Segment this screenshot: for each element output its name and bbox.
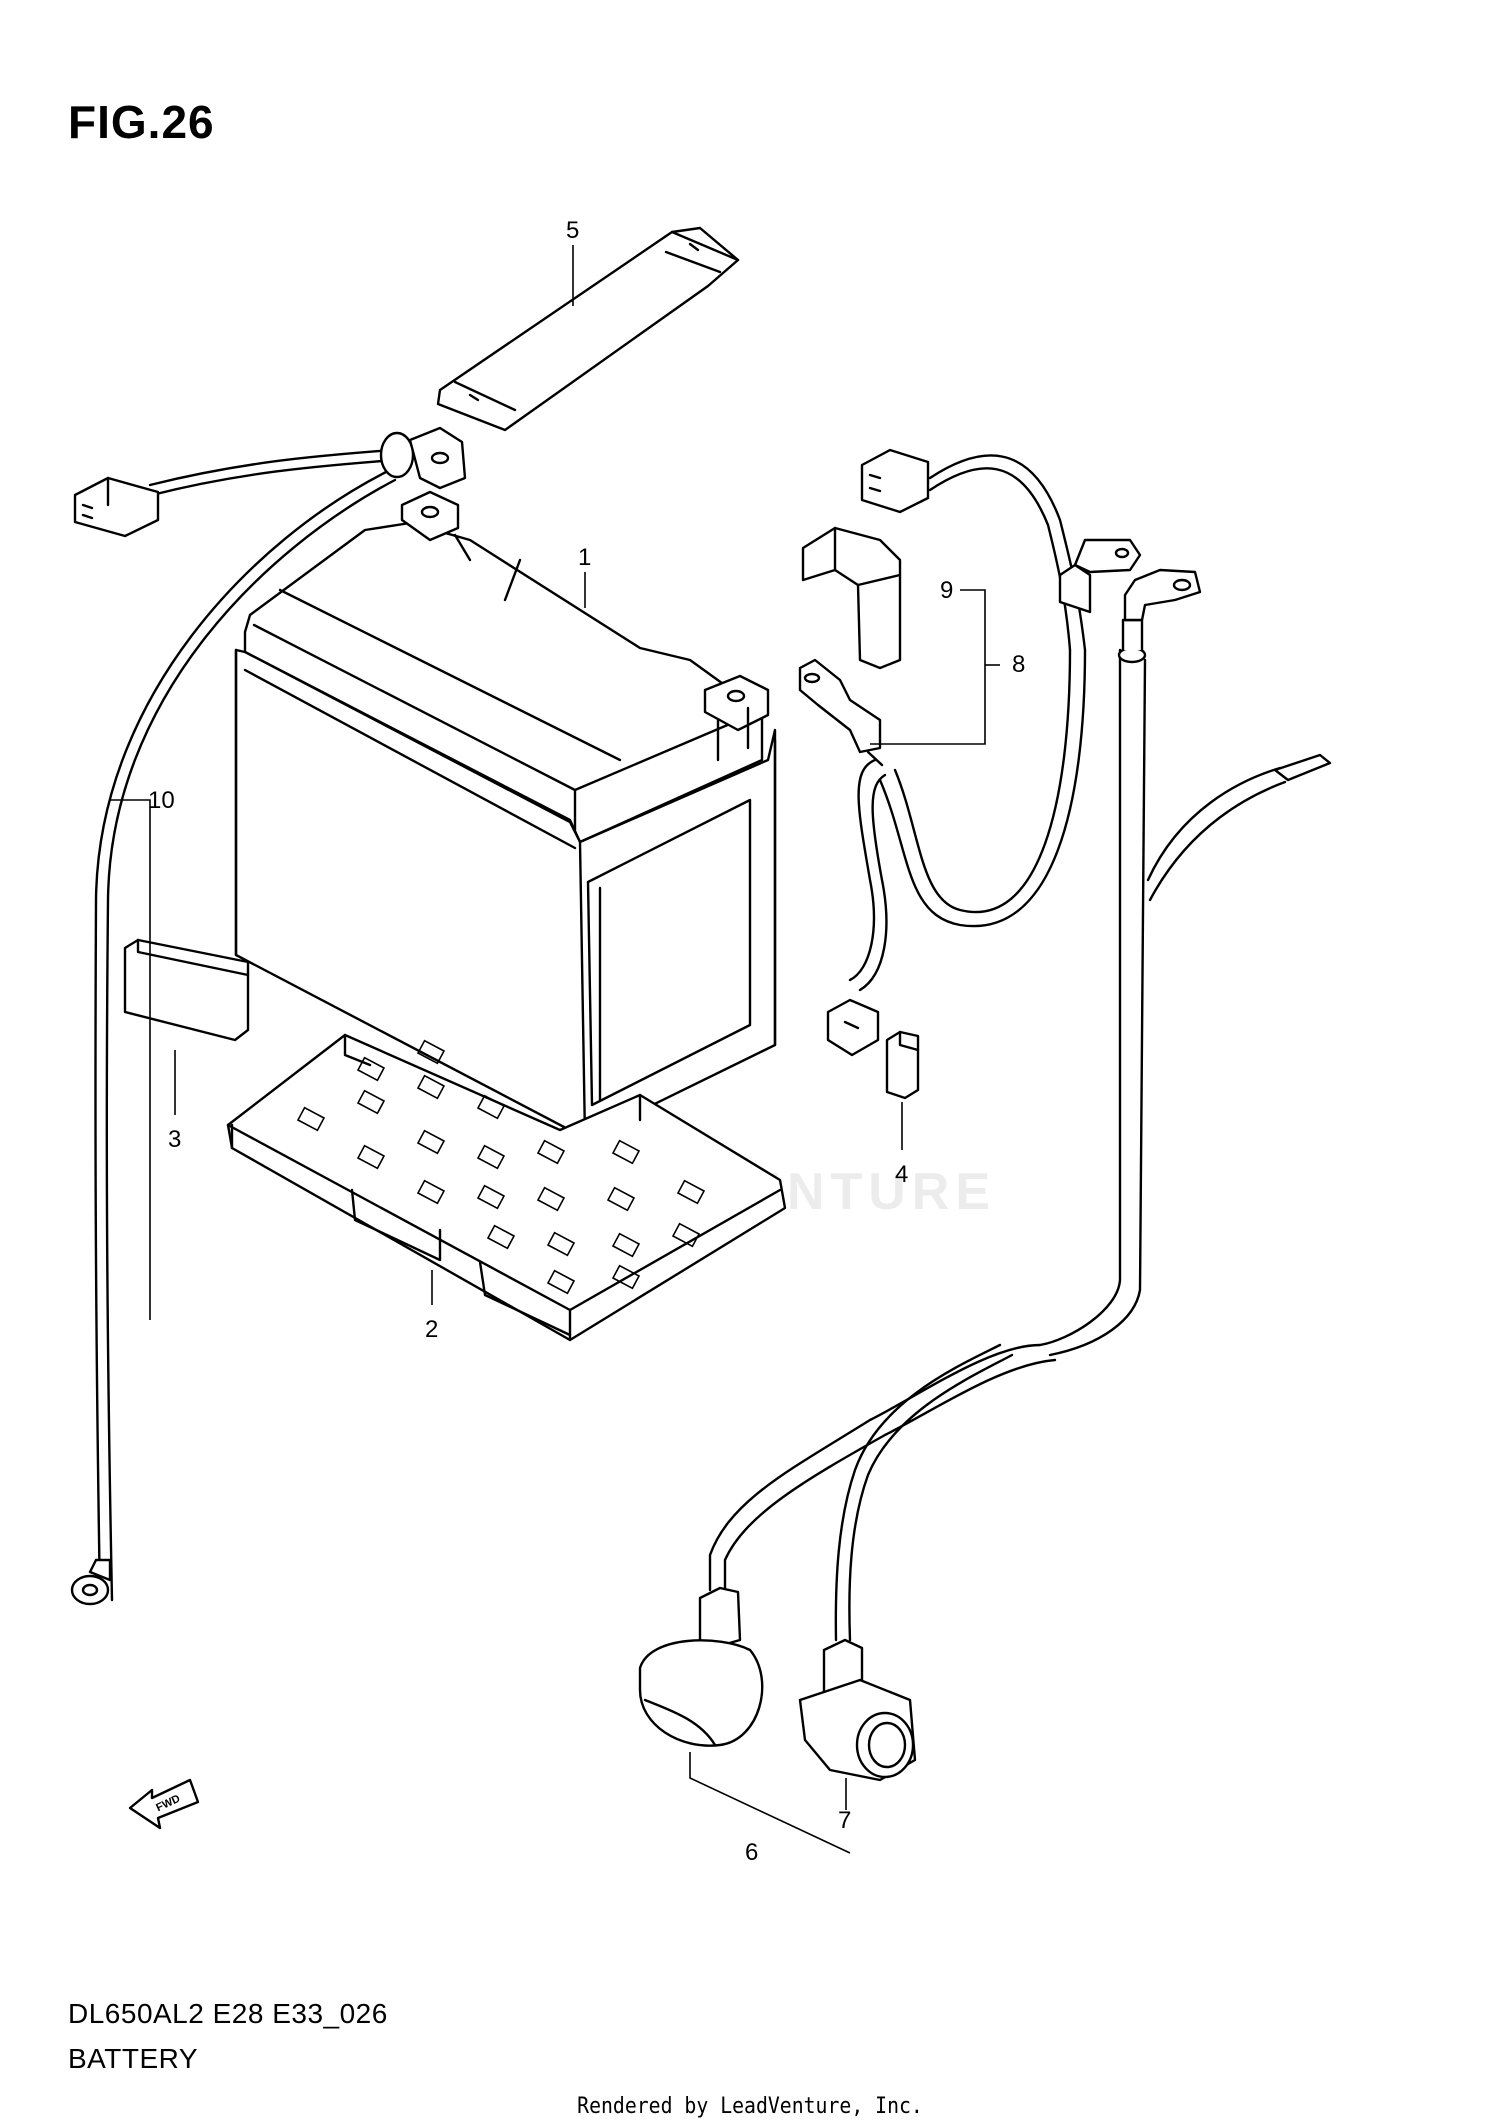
cushion-small[interactable]: [885, 1030, 920, 1100]
callout-1: 1: [578, 544, 591, 571]
callout-3: 3: [168, 1126, 181, 1153]
callout-labels: 5 1 2 3 4 6 7 8 9 10: [148, 217, 1025, 1866]
battery-terminal-cable[interactable]: [638, 568, 1332, 1782]
callout-9: 9: [940, 577, 953, 604]
figure-title: FIG.26: [68, 96, 215, 148]
model-code: DL650AL2 E28 E33_026: [68, 1998, 388, 2029]
callout-10: 10: [148, 787, 175, 814]
rendered-by-credit: Rendered by LeadVenture, Inc.: [577, 2094, 923, 2119]
section-name: BATTERY: [68, 2043, 199, 2074]
callout-5: 5: [566, 217, 579, 244]
lead-wire-assembly[interactable]: [70, 426, 467, 1606]
terminal-cover-positive[interactable]: [638, 1586, 764, 1747]
starter-cable[interactable]: [798, 448, 1142, 1057]
callout-6: 6: [745, 1839, 758, 1866]
battery-pad-small[interactable]: [123, 938, 250, 1042]
fwd-arrow-icon: FWD: [128, 1778, 200, 1830]
callout-7: 7: [838, 1807, 851, 1834]
leader-lines: [110, 245, 1000, 1854]
battery[interactable]: [234, 490, 777, 1140]
callout-2: 2: [425, 1316, 438, 1343]
callout-8: 8: [1012, 651, 1025, 678]
battery-tray[interactable]: [226, 1033, 787, 1342]
battery-strap[interactable]: [436, 226, 740, 432]
callout-4: 4: [895, 1161, 908, 1188]
terminal-cover-negative[interactable]: [798, 1638, 917, 1782]
